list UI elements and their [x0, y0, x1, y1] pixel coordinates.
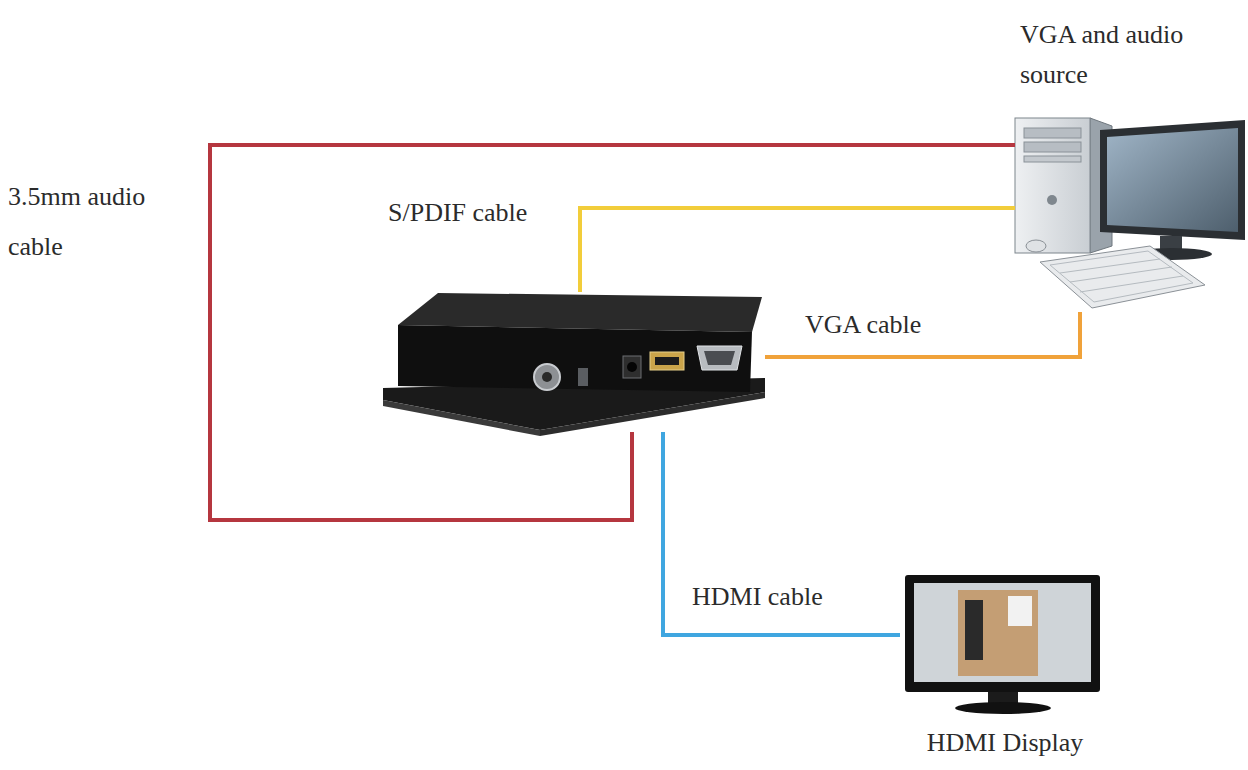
hdmi-display: HDMI Display	[900, 568, 1110, 763]
computer-illustration-part	[1047, 195, 1057, 205]
converter-illustration-part	[534, 364, 560, 390]
converter-illustration-part	[655, 357, 679, 365]
node-label: VGA and audio source	[1020, 15, 1225, 95]
converter-illustration-part	[540, 392, 765, 436]
converter-illustration-part	[398, 325, 752, 392]
cable-label: 3.5mm audio cable	[8, 172, 198, 272]
converter-illustration-part	[542, 372, 552, 382]
source-computer: VGA and audio source	[1015, 15, 1248, 312]
display-illustration-part	[958, 590, 1038, 676]
computer-illustration-part	[1015, 118, 1090, 253]
display-illustration-part	[1008, 596, 1032, 626]
converter-illustration-part	[627, 362, 637, 372]
display-illustration-part	[955, 702, 1051, 714]
display-illustration-part	[914, 583, 1091, 682]
converter-box	[385, 292, 765, 432]
computer-illustration-part	[1024, 142, 1081, 152]
display-illustration	[905, 575, 1100, 714]
computer-illustration-part	[1050, 251, 1193, 302]
computer-illustration-part	[1080, 276, 1183, 292]
cable-label: HDMI cable	[692, 580, 882, 614]
converter-illustration-part	[650, 352, 684, 370]
computer-illustration	[1015, 118, 1245, 308]
cable-label: S/PDIF cable	[388, 196, 588, 230]
computer-illustration-part	[1026, 240, 1046, 252]
computer-illustration-part	[1024, 156, 1081, 162]
cable-connector	[580, 208, 1015, 292]
cable-connector	[663, 432, 900, 635]
converter-illustration-part	[697, 346, 742, 370]
node-label: HDMI Display	[900, 723, 1110, 763]
converter-illustration-part	[704, 351, 735, 365]
converter-illustration	[383, 293, 765, 436]
computer-illustration-part	[1040, 246, 1205, 308]
computer-illustration-part	[1024, 128, 1081, 138]
cable-label: VGA cable	[805, 308, 985, 342]
converter-illustration-part	[578, 368, 588, 386]
display-illustration-part	[965, 600, 983, 660]
cable-connector	[210, 145, 1015, 520]
computer-illustration-part	[1107, 128, 1238, 232]
converter-illustration-part	[623, 356, 641, 378]
computer-illustration-part	[1100, 120, 1245, 240]
display-illustration-part	[905, 575, 1100, 692]
converter-illustration-part	[383, 400, 540, 436]
